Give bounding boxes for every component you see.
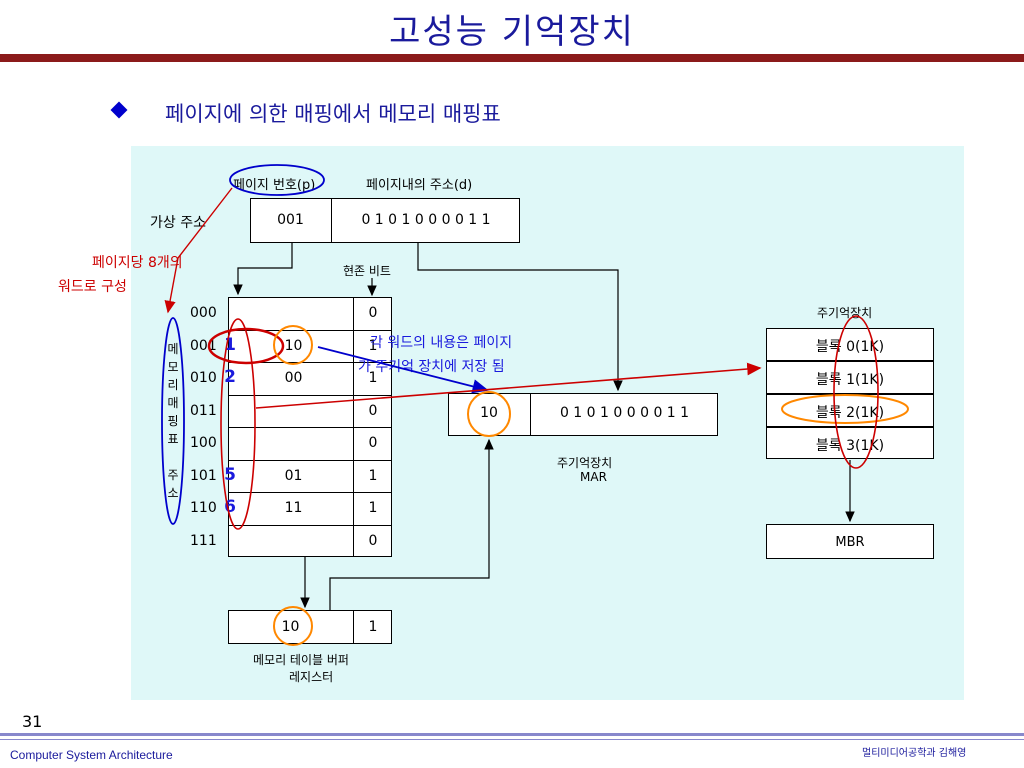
- offset-header: 페이지내의 주소(d): [366, 178, 473, 193]
- footer-rule-thin: [0, 739, 1024, 740]
- memory-block: [766, 361, 934, 394]
- block-2-highlight: [781, 394, 909, 424]
- table-row-block: 11: [284, 500, 303, 516]
- table-row-address: 110: [190, 500, 217, 516]
- table-row-address: 101: [190, 467, 217, 484]
- virtual-address-label: 가상 주소: [150, 215, 206, 231]
- memory-column-highlight: [833, 315, 879, 469]
- buffer-label-2: 레지스터: [289, 670, 334, 684]
- table-row-present-bit: 0: [368, 532, 378, 549]
- buffer-block-value: 10: [281, 619, 300, 635]
- table-row-divider: [228, 492, 392, 493]
- mar-block-value: 10: [480, 405, 498, 421]
- table-row-marker: 6: [224, 497, 236, 517]
- mar-block-highlight: [467, 391, 511, 437]
- table-row-marker: 1: [224, 334, 236, 355]
- virtual-address-register: [250, 198, 520, 243]
- vertical-label-char: 소: [167, 486, 179, 500]
- page-header-red-arrow: [164, 187, 233, 314]
- buffer-label-1: 메모리 테이블 버퍼: [253, 653, 349, 667]
- red-mapping-arrow: [255, 362, 762, 409]
- table-row-divider: [228, 329, 392, 331]
- mbr-register: [766, 524, 934, 559]
- table-row-divider: [228, 362, 392, 363]
- slide-subtitle: 페이지에 의한 매핑에서 메모리 매핑표: [165, 102, 501, 126]
- slide-number: 31: [22, 712, 43, 731]
- mar-divider: [530, 393, 531, 436]
- mbr-label: MBR: [835, 535, 865, 550]
- page-number-highlight: [229, 164, 325, 196]
- table-row-divider: [228, 427, 392, 428]
- page-number-header: 페이지 번호(p): [233, 178, 316, 193]
- vertical-label-char: 주: [167, 468, 179, 482]
- mar-label-2: MAR: [580, 470, 607, 484]
- vertical-label-char: 모: [167, 360, 179, 374]
- table-row-present-bit: 1: [368, 370, 378, 386]
- mar-label-1: 주기억장치: [557, 456, 613, 470]
- table-row-divider: [228, 524, 392, 526]
- words-per-page-note-2: 워드로 구성: [58, 279, 127, 295]
- present-bit-label: 현존 비트: [343, 264, 391, 278]
- table-row-present-bit: 0: [368, 402, 378, 419]
- note-line-2: 가 주기억 장치에 저장 됨: [358, 359, 505, 375]
- memory-block-label: 블록 1(1K): [815, 372, 885, 388]
- table-row-marker: 2: [224, 367, 236, 387]
- blue-mapping-arrow: [317, 346, 489, 394]
- table-row-present-bit: 1: [368, 467, 378, 484]
- slide-title: 고성능 기억장치: [389, 12, 635, 52]
- title-underline: [0, 54, 1024, 62]
- table-row-divider: [228, 394, 392, 396]
- buffer-bit-value: 1: [368, 619, 378, 635]
- vertical-label-highlight: [161, 317, 185, 525]
- virtual-page-value: 001: [277, 212, 304, 228]
- table-row-present-bit: 1: [368, 500, 378, 516]
- footer-department: 멀티미디어공학과 김해영: [862, 748, 967, 759]
- words-per-page-note: 페이지당 8개의: [92, 255, 183, 271]
- buffer-divider: [353, 610, 354, 644]
- table-row-block: 10: [284, 337, 303, 354]
- mar-register: [448, 393, 718, 436]
- memory-block-label: 블록 3(1K): [815, 438, 885, 454]
- footer-course: Computer System Architecture: [10, 748, 173, 762]
- row-001-highlight: [207, 327, 285, 365]
- table-row-address: 111: [190, 532, 217, 549]
- table-row-block: 00: [284, 370, 303, 386]
- memory-block-label: 블록 2(1K): [815, 405, 885, 421]
- table-row-address: 010: [190, 370, 217, 386]
- virtual-address-divider: [331, 198, 332, 243]
- vertical-label-char: 메: [167, 342, 179, 356]
- memory-block-label: 블록 0(1K): [815, 339, 885, 355]
- mar-offset-value: 0 1 0 1 0 0 0 0 1 1: [559, 405, 690, 421]
- table-row-address: 100: [190, 435, 217, 451]
- table-row-present-bit: 0: [368, 305, 378, 321]
- table-row-present-bit: 0: [368, 435, 378, 451]
- table-row-address: 000: [190, 305, 217, 321]
- vertical-label-char: 리: [167, 378, 179, 392]
- page-to-table-line: [233, 243, 293, 296]
- footer-rule: [0, 733, 1024, 736]
- offset-to-mar-line: [417, 243, 623, 392]
- table-row-address: 011: [190, 402, 217, 419]
- buffer-to-mar-line: [329, 438, 494, 610]
- buffer-block-highlight: [273, 606, 313, 646]
- table-row-block: 01: [284, 467, 303, 484]
- vertical-label-char: 핑: [167, 414, 179, 428]
- table-row-marker: 5: [224, 464, 236, 485]
- note-line-1: 각 워드의 내용은 페이지: [370, 335, 513, 351]
- memory-block: [766, 427, 934, 459]
- virtual-offset-value: 0 1 0 1 0 0 0 0 1 1: [361, 212, 491, 228]
- table-row-present-bit: 1: [368, 337, 378, 354]
- memory-block: [766, 394, 934, 427]
- table-row-divider: [228, 459, 392, 461]
- address-column-highlight: [220, 318, 256, 530]
- vertical-label-char: 매: [167, 396, 179, 410]
- memory-block: [766, 328, 934, 361]
- vertical-label-char: 표: [167, 432, 179, 446]
- block-10-highlight: [273, 325, 313, 365]
